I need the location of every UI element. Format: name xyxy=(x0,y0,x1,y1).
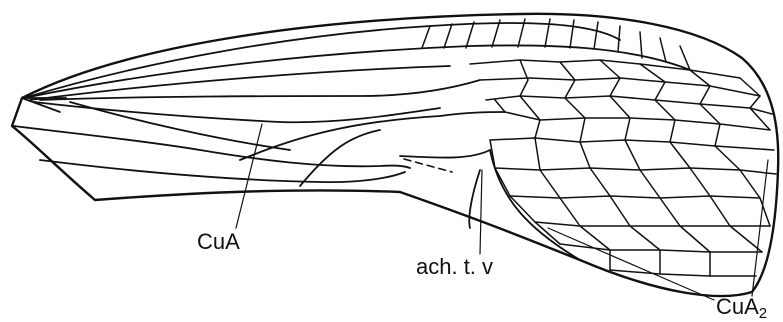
label-cua2: CuA2 xyxy=(716,296,767,318)
cell-network xyxy=(470,60,776,276)
leader-cua2-b xyxy=(752,160,768,296)
costal-veins xyxy=(22,23,690,122)
label-leaders xyxy=(236,124,768,300)
leader-cua2-a xyxy=(548,228,714,300)
dashed-crossvein xyxy=(404,159,452,172)
cubital-veins xyxy=(14,102,580,260)
label-cua: CuA xyxy=(197,231,240,253)
label-cua2-subscript: 2 xyxy=(759,305,767,322)
wing-outline xyxy=(12,14,778,296)
leader-ach-tv xyxy=(480,170,482,254)
label-cua2-base: CuA xyxy=(716,294,759,319)
label-ach-tv: ach. t. v xyxy=(416,256,493,278)
leader-cua xyxy=(236,124,262,228)
